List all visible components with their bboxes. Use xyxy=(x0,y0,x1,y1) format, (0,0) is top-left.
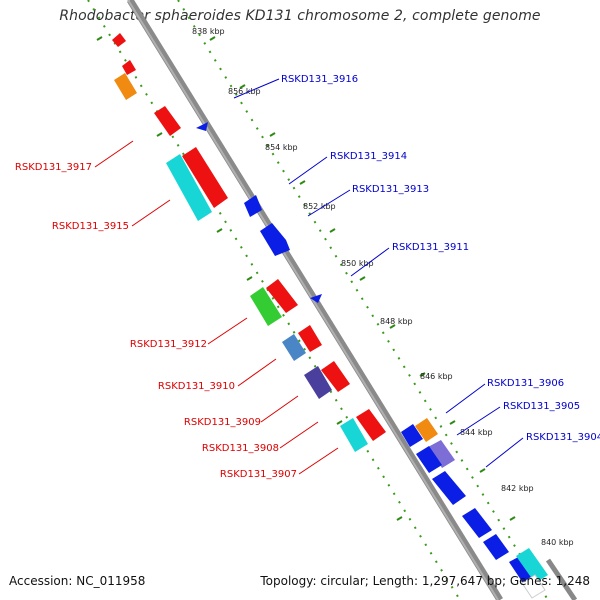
gene-feature[interactable] xyxy=(182,147,228,208)
tick-label: 846 kbp xyxy=(420,372,453,381)
gene-feature[interactable] xyxy=(196,122,208,131)
tick-label: 842 kbp xyxy=(501,484,534,493)
gene-label[interactable]: RSKD131_3916 xyxy=(281,74,358,85)
gene-feature[interactable] xyxy=(483,534,509,560)
gene-label[interactable]: RSKD131_3906 xyxy=(487,378,564,389)
gene-feature[interactable] xyxy=(310,294,322,303)
gene-feature[interactable] xyxy=(321,361,350,392)
gene-label[interactable]: RSKD131_3904 xyxy=(526,432,600,443)
tick-label: 856 kbp xyxy=(228,87,261,96)
gene-feature[interactable] xyxy=(415,418,438,442)
genome-summary-text: Topology: circular; Length: 1,297,647 bp… xyxy=(260,574,590,588)
gene-label[interactable]: RSKD131_3907 xyxy=(220,469,297,480)
map-title: Rhodobacter sphaeroides KD131 chromosome… xyxy=(59,8,541,24)
gene-feature[interactable] xyxy=(432,471,466,505)
reverse-label-leaders xyxy=(94,140,339,475)
tick-label: 850 kbp xyxy=(341,259,374,268)
gene-label[interactable]: RSKD131_3917 xyxy=(15,162,92,173)
gene-feature[interactable] xyxy=(282,334,306,361)
forward-label-leaders xyxy=(233,78,524,468)
gene-feature[interactable] xyxy=(401,424,423,447)
chromosome-backbone-highlight xyxy=(127,0,499,600)
accession-text: Accession: NC_011958 xyxy=(9,574,146,588)
tick-label: 848 kbp xyxy=(380,317,413,326)
tick-label: 854 kbp xyxy=(265,143,298,152)
gene-feature[interactable] xyxy=(154,106,181,136)
gene-feature[interactable] xyxy=(114,73,137,100)
gene-label[interactable]: RSKD131_3909 xyxy=(184,417,261,428)
gene-label[interactable]: RSKD131_3915 xyxy=(52,221,129,232)
gene-feature[interactable] xyxy=(250,287,282,326)
gene-feature[interactable] xyxy=(356,409,386,441)
gene-feature[interactable] xyxy=(298,325,322,352)
gene-feature[interactable] xyxy=(428,440,455,468)
gene-feature[interactable] xyxy=(166,154,212,221)
forward-strand-genes xyxy=(196,122,548,599)
gene-feature[interactable] xyxy=(521,574,546,599)
gene-feature[interactable] xyxy=(462,508,492,538)
outer-ruler-track xyxy=(87,0,461,600)
gene-feature[interactable] xyxy=(260,223,290,256)
gene-label[interactable]: RSKD131_3908 xyxy=(202,443,279,454)
gene-label[interactable]: RSKD131_3912 xyxy=(130,339,207,350)
tick-label: 840 kbp xyxy=(541,538,574,547)
gene-label[interactable]: RSKD131_3911 xyxy=(392,242,469,253)
tick-label: 852 kbp xyxy=(303,202,336,211)
ruler-ticks xyxy=(96,36,516,521)
tick-label: 838 kbp xyxy=(192,27,225,36)
gene-label[interactable]: RSKD131_3914 xyxy=(330,151,407,162)
gene-feature[interactable] xyxy=(416,446,442,473)
tick-label: 844 kbp xyxy=(460,428,493,437)
gene-feature[interactable] xyxy=(516,548,548,583)
reverse-strand-genes xyxy=(112,33,386,452)
gene-feature[interactable] xyxy=(304,366,332,399)
gene-label[interactable]: RSKD131_3913 xyxy=(352,184,429,195)
gene-feature[interactable] xyxy=(340,418,368,452)
gene-feature[interactable] xyxy=(244,195,262,217)
backbone-tail xyxy=(545,558,578,600)
gene-feature[interactable] xyxy=(122,60,136,75)
gene-feature[interactable] xyxy=(509,555,536,583)
gene-feature[interactable] xyxy=(266,279,298,313)
gene-feature[interactable] xyxy=(112,33,126,47)
gene-label[interactable]: RSKD131_3905 xyxy=(503,401,580,412)
gene-label[interactable]: RSKD131_3910 xyxy=(158,381,235,392)
